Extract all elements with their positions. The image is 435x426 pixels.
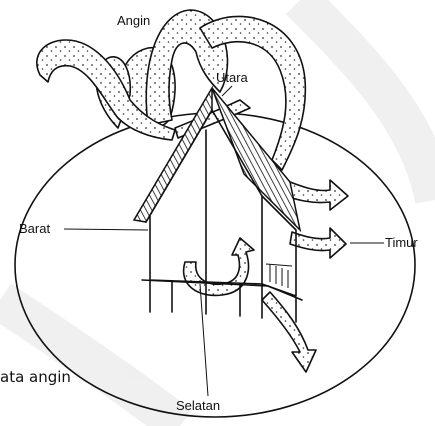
label-angin: Angin <box>117 13 150 28</box>
caption-fragment: ata angin <box>0 368 71 386</box>
label-selatan: Selatan <box>176 398 220 413</box>
house-steps <box>266 264 292 288</box>
wind-loops-top <box>37 10 306 170</box>
label-barat: Barat <box>19 221 50 236</box>
label-timur: Timur <box>385 235 418 250</box>
label-utara: Utara <box>216 70 249 85</box>
wind-under-house <box>184 238 254 295</box>
